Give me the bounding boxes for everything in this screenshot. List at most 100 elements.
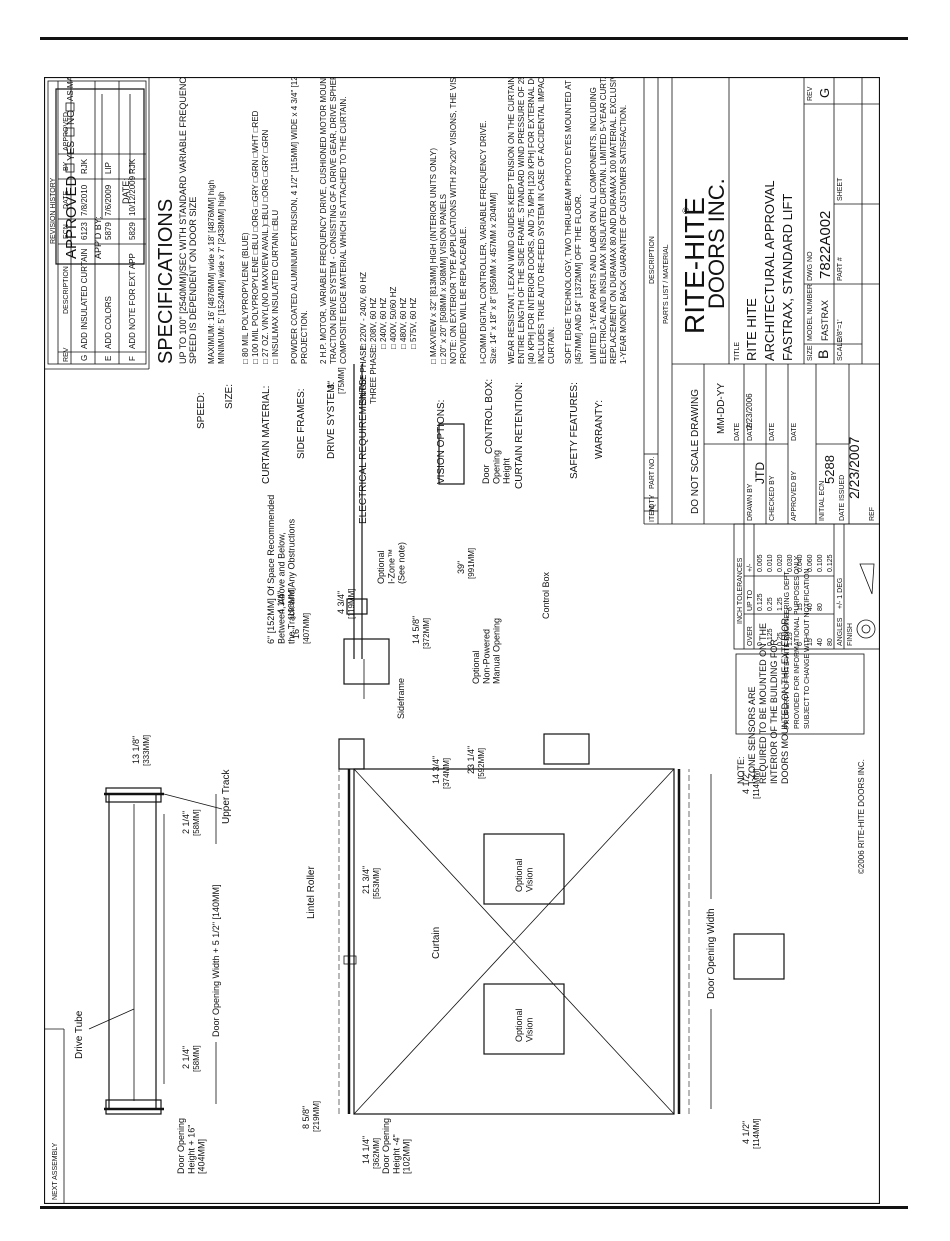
spec-vision-line-4: PROVIDED WILL BE REPLACEABLE.	[459, 226, 468, 364]
dim-d12-mm: [372MM]	[422, 618, 431, 649]
drawing-stage: NEXT ASSEMBLY APPROVED YES NO AS MARKED …	[43, 21, 881, 1205]
angles-value: +/- 1 DEG	[837, 578, 844, 609]
rev-header-description: DESCRIPTION	[63, 266, 70, 314]
spec-title: SPECIFICATIONS	[155, 199, 177, 364]
dim-d9-mm: [219MM]	[312, 1101, 321, 1132]
note-line-4: DOORS MOUNTED ON THE EXTERIOR.	[780, 616, 790, 784]
spec-frames-line-2: PROJECTION.	[300, 310, 309, 364]
upper-track-label: Upper Track	[221, 769, 232, 824]
spec-warranty-line-2: ELECTRICAL AND INSULMAX INSULATED CURTAI…	[599, 77, 608, 364]
tolerance-cell: 0	[757, 642, 764, 646]
rev-row-0-rev: G	[80, 355, 89, 361]
drawn-block	[703, 364, 850, 524]
size-label: SIZE	[807, 345, 814, 361]
lintel-roller	[343, 955, 357, 965]
tolerance-cell: 0.125	[827, 554, 834, 572]
dim-d11-mm: [75MM]	[337, 367, 346, 394]
dwg-label: DWG NO	[807, 251, 814, 281]
dim-d10: 14 1/4"	[361, 1136, 371, 1164]
spec-vision-label: VISION OPTIONS:	[436, 400, 447, 484]
approval-as-marked-checkbox[interactable]	[65, 102, 75, 112]
rev-row-0-by: RJK	[80, 158, 89, 174]
note-line-0: NOTE:	[736, 756, 746, 784]
approval-title: APPROVED	[63, 175, 80, 259]
dim-d14-mm: [108MM]	[287, 588, 296, 619]
tolerances-title: INCH TOLERANCES	[737, 557, 744, 624]
spec-curtain-line-2: □ 100 MIL POLYPROPYLENE □BLU □ORG □GRY □…	[251, 110, 260, 364]
dim-d7-mm: [114MM]	[752, 768, 761, 799]
tolerance-cell: 0.020	[777, 554, 784, 572]
scale-label: SCALE	[837, 338, 844, 361]
approval-box	[55, 88, 145, 265]
door-opening-height-label: DoorOpeningHeight	[481, 450, 512, 484]
spec-elec-5: □ 575V, 60 HZ	[409, 298, 418, 349]
dim-d16-mm: [119MM]	[347, 588, 356, 619]
angles-label: ANGLES	[837, 617, 844, 646]
spec-control-line-1: I-COMM DIGITAL CONTROLLER, VARIABLE FREQ…	[479, 120, 488, 364]
spec-drive-line-1: 2 H.P. MOTOR, VARIABLE FREQUENCY DRIVE, …	[319, 77, 328, 364]
model-value: FASTRAX	[820, 300, 830, 341]
spec-size-label: SIZE:	[224, 384, 235, 409]
title-block	[671, 77, 880, 524]
door-opening-width-label: Door Opening Width	[706, 908, 717, 999]
rev-header-ecn: ECN	[63, 224, 70, 239]
spec-retention-line-4: INCLUDES TRUE AUTO RE-FEED SYSTEM IN CAS…	[537, 77, 546, 364]
spec-retention-label: CURTAIN RETENTION:	[514, 382, 525, 489]
title-line-3: FASTRAX, STANDARD LIFT	[780, 194, 795, 361]
specifications-block: SPECIFICATIONS UP TO 100" [2540MM]/SEC W…	[155, 21, 628, 524]
spec-vision-line-1: □ MAXVIEW x 32" [813MM] HIGH (INTERIOR U…	[429, 148, 438, 364]
scale-value: 3/8"=1'	[837, 319, 844, 341]
spec-curtain-line-3: □ 27 OZ. VINYL(NO MAXVIEW AVAIL.)□BLU □O…	[261, 129, 270, 364]
drawn-date: 2/23/2006	[745, 393, 754, 429]
dim-d5-mm: [374MM]	[442, 758, 451, 789]
approval-yes-checkbox[interactable]	[65, 163, 75, 173]
tolerance-cell: 80	[817, 603, 824, 611]
tolerance-cell: 0.030	[787, 554, 794, 572]
rev-row-2-by: RJK	[128, 158, 137, 174]
dim-d12: 14 5/8"	[411, 616, 421, 644]
property-line-2: PROVIDED FOR INFORMATIONAL PURPOSES ONLY	[794, 555, 801, 729]
dim-d1-mm: [333MM]	[142, 735, 151, 766]
projection-cone-icon	[859, 563, 875, 595]
spec-elec-label: ELECTRICAL REQUIREMENTS:	[358, 377, 369, 524]
next-assembly-label: NEXT ASSEMBLY	[52, 1142, 59, 1200]
tolerance-cell: 0.100	[817, 554, 824, 572]
date-issued-value: 2/23/2007	[846, 437, 862, 499]
tolerance-cell: 40	[817, 638, 824, 646]
approval-yes-label: YES	[66, 141, 77, 161]
spec-elec-0: □ 220V - 240V, 60 HZ	[359, 272, 368, 349]
title-label: TITLE	[734, 342, 741, 361]
plan-view	[104, 787, 165, 1115]
revision-history-table	[47, 80, 147, 365]
ref-label: REF	[869, 507, 876, 521]
rev-row-1-ecn: 5879	[104, 222, 113, 240]
dim-d15-mm: [991MM]	[467, 548, 476, 579]
dim-d4-mm: [553MM]	[372, 868, 381, 899]
title-line-1: RITE HITE	[744, 298, 759, 361]
dim-d8: 4 1/2"	[741, 1121, 751, 1144]
spec-warranty-line-1: LIMITED 1-YEAR PARTS AND LABOR ON ALL CO…	[589, 87, 598, 364]
vision-left-label: OptionalVision	[514, 1008, 534, 1042]
parts-description-header: DESCRIPTION	[649, 236, 656, 284]
spec-three-phase: THREE PHASE:	[369, 345, 378, 404]
rev-row-0-desc: ADD INSULATED CURTAIN	[80, 248, 89, 349]
date-label-4: DATE	[791, 423, 798, 441]
rev-row-1-rev: E	[104, 356, 113, 361]
door-elevation	[338, 738, 690, 1115]
rev-label: REV	[807, 86, 814, 101]
spec-retention-line-1: WEAR RESISTANT, LEXAN WIND GUIDES KEEP T…	[507, 77, 516, 364]
drawing-svg: NEXT ASSEMBLY APPROVED YES NO AS MARKED …	[43, 21, 881, 1205]
date-format: MM-DD-YY	[716, 383, 727, 434]
spec-safety-line-2: [457MM] AND 54" [1372MM] OFF THE FLOOR.	[574, 194, 583, 364]
tolerance-cell: 40	[807, 603, 814, 611]
dim-d5: 14 3/4"	[431, 756, 441, 784]
sideframe-label: Sideframe	[396, 678, 406, 719]
approval-no-checkbox[interactable]	[65, 127, 75, 137]
rev-row-0-ecn: 6123	[80, 222, 89, 240]
tolerance-rows: 00.1250.0050.1250.250.0100.251.250.0201.…	[757, 554, 834, 646]
izone-label: OptionalI-Zone™(See note)	[376, 542, 407, 584]
tolerance-cell: 0.25	[777, 632, 784, 646]
company-name-line-2: DOORS INC.	[704, 178, 729, 309]
control-box-label: Control Box	[541, 571, 551, 619]
drive-tube-leader	[88, 1008, 135, 1030]
